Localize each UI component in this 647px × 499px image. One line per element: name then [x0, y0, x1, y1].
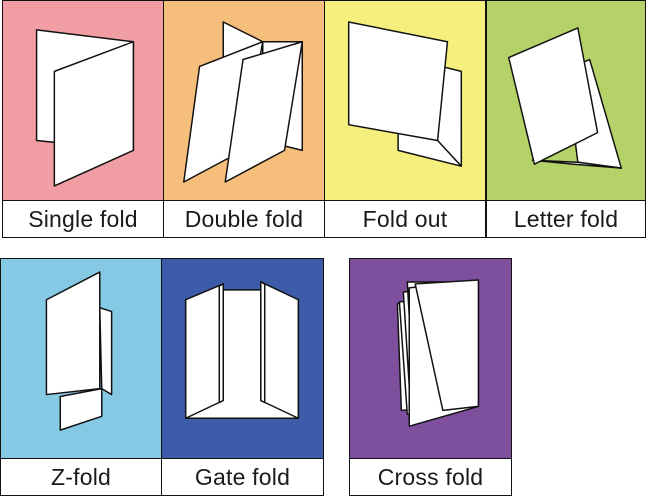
card-art [164, 1, 324, 201]
z-fold-icon [45, 271, 113, 431]
card-z-fold: Z-fold [0, 258, 162, 496]
card-art [3, 1, 163, 201]
card-fold-out: Fold out [324, 0, 486, 238]
card-label: Fold out [325, 200, 485, 237]
card-gate-fold: Gate fold [161, 258, 324, 496]
card-single-fold: Single fold [2, 0, 164, 238]
card-art [487, 1, 645, 201]
card-double-fold: Double fold [163, 0, 325, 238]
single-fold-icon [35, 29, 135, 187]
card-cross-fold: Cross fold [349, 258, 512, 496]
double-fold-icon [183, 21, 304, 183]
card-label: Gate fold [162, 458, 323, 495]
card-label: Letter fold [487, 200, 645, 237]
letter-fold-icon [507, 27, 623, 169]
card-label: Cross fold [350, 458, 511, 495]
cross-fold-icon [396, 279, 480, 427]
card-art [325, 1, 485, 201]
card-label: Single fold [3, 200, 163, 237]
card-art [162, 259, 323, 459]
gate-fold-icon [184, 281, 300, 420]
fold-out-icon [347, 21, 463, 167]
card-label: Double fold [164, 200, 324, 237]
card-label: Z-fold [1, 458, 161, 495]
card-letter-fold: Letter fold [486, 0, 646, 238]
card-art [350, 259, 511, 459]
card-art [1, 259, 161, 459]
